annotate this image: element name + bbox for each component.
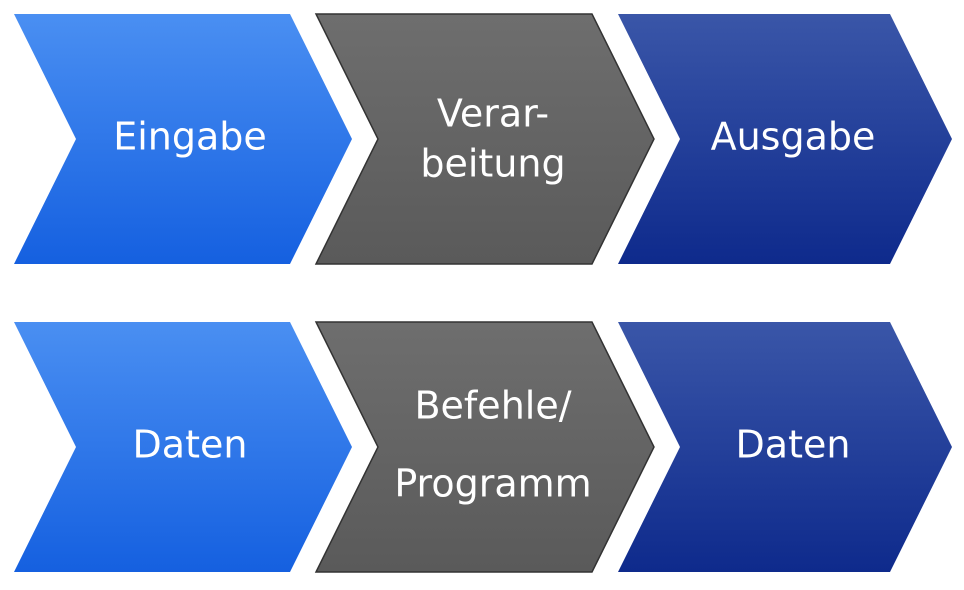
chevron-data-out-label: Daten <box>736 423 851 467</box>
chevron-output-shape <box>618 14 952 264</box>
chevron-data-in-shape <box>14 322 352 572</box>
row-content: Daten Befehle/ Programm Daten <box>14 321 952 573</box>
chevron-processing: Verar- beitung <box>314 13 655 265</box>
chevron-commands-label-line1: Befehle/ <box>414 384 571 428</box>
chevron-data-in-label: Daten <box>133 423 248 467</box>
chevron-data-in: Daten <box>14 322 352 572</box>
chevron-input-label: Eingabe <box>113 115 267 159</box>
chevron-data-out-shape <box>618 322 952 572</box>
chevron-input-shape <box>14 14 352 264</box>
chevron-commands: Befehle/ Programm <box>314 321 655 573</box>
chevron-input: Eingabe <box>14 14 352 264</box>
chevron-output: Ausgabe <box>618 14 952 264</box>
chevron-processing-label-line1: Verar- <box>437 92 549 136</box>
chevron-data-out: Daten <box>618 322 952 572</box>
chevron-output-label: Ausgabe <box>711 115 876 159</box>
chevron-commands-label-line2: Programm <box>394 462 591 506</box>
row-process: Eingabe Verar- beitung Ausgabe <box>14 13 952 265</box>
chevron-processing-label-line2: beitung <box>420 142 565 186</box>
chevron-processing-shape <box>314 13 655 265</box>
chevron-commands-shape <box>314 321 655 573</box>
